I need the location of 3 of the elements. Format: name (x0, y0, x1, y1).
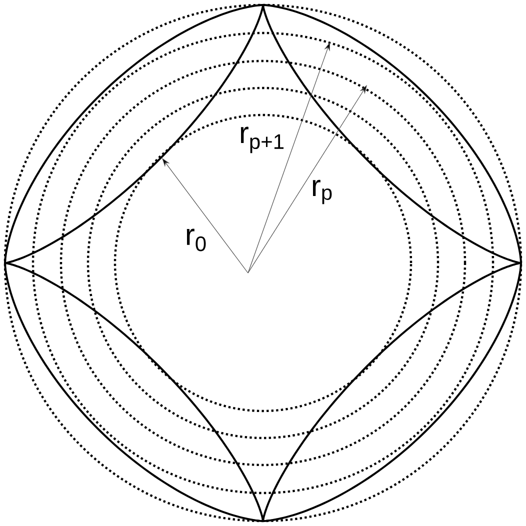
radius-label: r$_{p+1}$ (240, 126, 284, 154)
radius-label: r$_{0}$ (186, 228, 206, 252)
radius-label: r$_{p}$ (312, 180, 332, 204)
